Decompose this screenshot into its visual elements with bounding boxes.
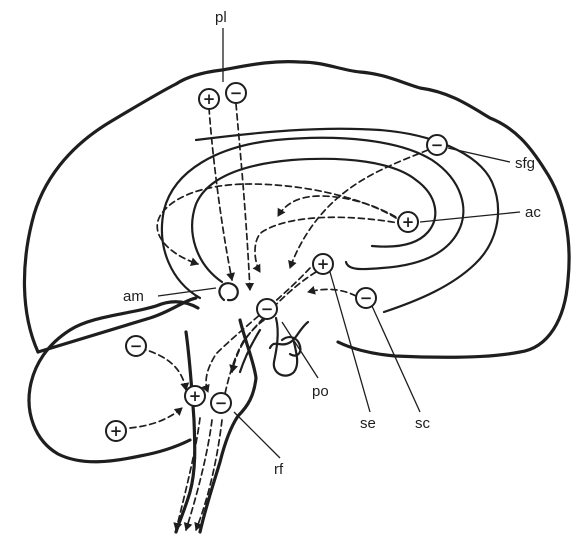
- frontal-base-outline: [38, 298, 196, 352]
- symbol-ac-plus: +: [398, 212, 418, 232]
- svg-text:+: +: [402, 213, 415, 231]
- symbol-po-minus: −: [257, 299, 277, 319]
- svg-text:+: +: [203, 90, 216, 108]
- label-rf: rf: [274, 461, 284, 478]
- symbol-pl-minus: −: [226, 83, 246, 103]
- symbol-se-plus: +: [313, 254, 333, 274]
- symbol-rf-minus: −: [211, 393, 231, 413]
- symbol-rf-plus: +: [185, 386, 205, 406]
- svg-text:+: +: [317, 255, 330, 273]
- svg-text:+: +: [189, 387, 202, 405]
- symbol-cerebellum-plus: +: [106, 421, 126, 441]
- brainstem-left: [176, 332, 195, 532]
- symbol-cerebellum-minus: −: [126, 336, 146, 356]
- symbol-sc-minus: −: [356, 288, 376, 308]
- label-po: po: [312, 383, 329, 400]
- svg-text:−: −: [130, 337, 143, 355]
- label-ac: ac: [525, 204, 541, 221]
- amygdala-loop: [219, 283, 237, 300]
- svg-text:−: −: [431, 136, 444, 154]
- label-sc: sc: [415, 415, 431, 432]
- svg-text:−: −: [215, 394, 228, 412]
- symbol-sfg-minus: −: [427, 135, 447, 155]
- symbol-pl-plus: +: [199, 89, 219, 109]
- label-am: am: [123, 288, 144, 305]
- label-se: se: [360, 415, 376, 432]
- svg-text:−: −: [360, 289, 373, 307]
- svg-text:+: +: [110, 422, 123, 440]
- cerebrum-outline: [24, 62, 569, 358]
- label-pl: pl: [215, 9, 227, 26]
- svg-text:−: −: [261, 300, 274, 318]
- label-sfg: sfg: [515, 155, 535, 172]
- svg-text:−: −: [230, 84, 243, 102]
